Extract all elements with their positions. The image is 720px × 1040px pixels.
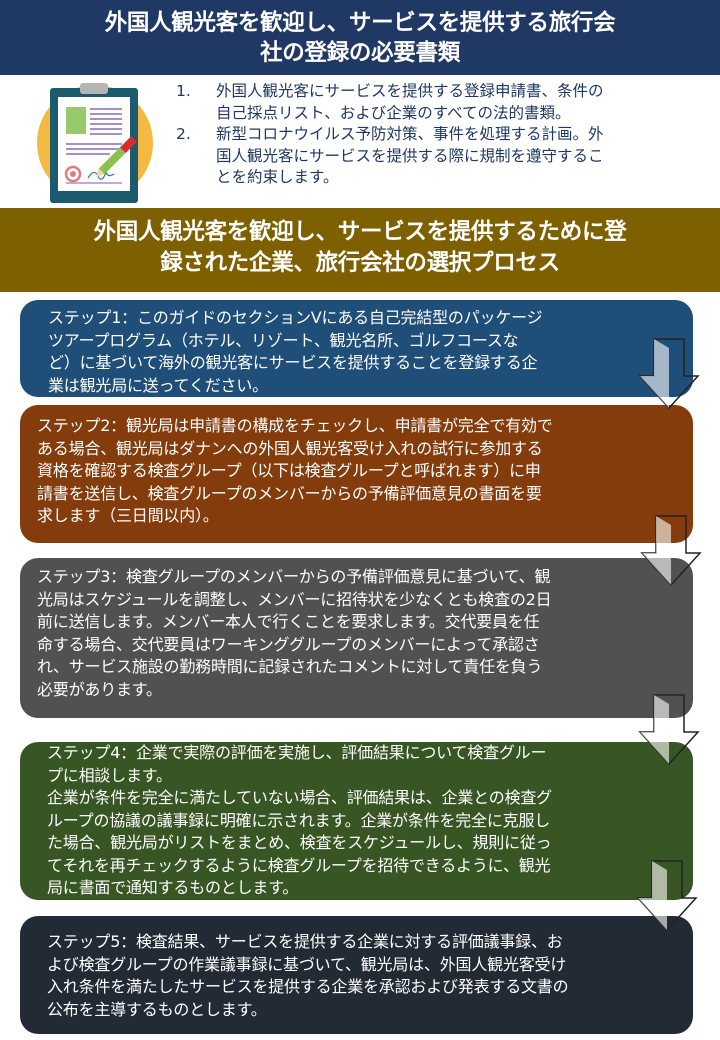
step-4-box: ステップ4：企業で実際の評価を実施し、評価結果について検査グルー プに相談します…	[20, 742, 693, 900]
step-text-line: ステップ1：このガイドのセクションVにある自己完結型のパッケージ	[48, 308, 543, 327]
step-text-line: 資格を確認する検査グループ（以下は検査グループと呼ばれます）に申	[37, 461, 541, 480]
step-text-line: 求します（三日間以内）。	[37, 506, 219, 525]
banner-line-1: 外国人観光客を歓迎し、サービスを提供するために登	[93, 219, 627, 245]
step-2-box: ステップ2：観光局は申請書の構成をチェックし、申請書が完全で有効で ある場合、観…	[20, 405, 693, 543]
list-item: 1. 外国人観光客にサービスを提供する登録申請書、条件の 自己採点リスト、および…	[176, 81, 706, 124]
title-line-2: 社の登録の必要書類	[260, 40, 460, 66]
step-text-line: ステップ2：観光局は申請書の構成をチェックし、申請書が完全で有効で	[37, 416, 553, 435]
step-text-line: 光局はスケジュールを調整し、メンバーに招待状を少なくとも検査の2日	[37, 589, 552, 609]
list-number: 1.	[176, 82, 191, 100]
step-text-line: よび検査グループの作業議事録に基づいて、観光局は、外国人観光客受け	[47, 954, 567, 974]
list-number: 2.	[176, 125, 191, 143]
step-text-line: 命する場合、交代要員はワーキンググループのメンバーによって承認さ	[37, 634, 540, 654]
down-arrow-icon	[636, 860, 698, 932]
down-arrow-icon	[638, 694, 700, 766]
step-text-line: ど）に基づいて海外の観光客にサービスを提供することを登録する企	[48, 353, 538, 372]
step-text-line: ある場合、観光局はダナンへの外国人観光客受け入れの試行に参加する	[37, 438, 543, 458]
step-text-line: ツアープログラム（ホテル、リゾート、観光名所、ゴルフコースな	[48, 330, 519, 350]
clipboard-document-icon	[30, 83, 160, 203]
step-5-box: ステップ5：検査結果、サービスを提供する企業に対する評価議事録、お よび検査グル…	[20, 916, 693, 1034]
step-text-line: 公布を主導するものとします。	[47, 999, 267, 1019]
step-text-line: 前に送信します。メンバー本人で行くことを要求します。交代要員を任	[37, 612, 540, 631]
step-text-line: 必要があります。	[37, 679, 162, 699]
step-text-line: ステップ5：検査結果、サービスを提供する企業に対する評価議事録、お	[47, 932, 563, 951]
required-documents-section: 1. 外国人観光客にサービスを提供する登録申請書、条件の 自己採点リスト、および…	[0, 75, 720, 205]
step-text-line: れ、サービス施設の勤務時間に記録されたコメントに対して責任を負う	[37, 657, 543, 676]
list-item-line: とを約束します。	[216, 168, 339, 186]
step-text-line: 企業が条件を完全に満たしていない場合、評価結果は、企業との検査グ	[47, 788, 552, 807]
step-text-line: ループの協議の議事録に明確に示されます。企業が条件を完全に克服し	[47, 810, 551, 830]
title-line-1: 外国人観光客を歓迎し、サービスを提供する旅行会	[104, 10, 616, 36]
step-text-line: プに相談します。	[47, 765, 172, 785]
down-arrow-icon	[638, 338, 700, 410]
list-item-line: 外国人観光客にサービスを提供する登録申請書、条件の	[216, 82, 604, 100]
step-text-line: 請書を送信し、検査グループのメンバーからの予備評価意見の書面を要	[37, 483, 542, 503]
step-text-line: 局に書面で通知するものとします。	[47, 878, 299, 897]
step-text-line: た場合、観光局がリストをまとめ、検査をスケジュールし、規則に従っ	[47, 833, 552, 852]
banner-line-2: 録された企業、旅行会社の選択プロセス	[160, 250, 560, 276]
step-1-box: ステップ1：このガイドのセクションVにある自己完結型のパッケージ ツアープログラ…	[20, 300, 693, 397]
down-arrow-icon	[640, 515, 702, 587]
required-documents-list: 1. 外国人観光客にサービスを提供する登録申請書、条件の 自己採点リスト、および…	[176, 81, 706, 189]
step-text-line: ステップ3：検査グループのメンバーからの予備評価意見に基づいて、観	[37, 567, 551, 586]
list-item-line: 国人観光客にサービスを提供する際に規制を遵守するこ	[216, 146, 604, 165]
list-item: 2. 新型コロナウイルス予防対策、事件を処理する計画。外 国人観光客にサービスを…	[176, 124, 706, 189]
step-3-box: ステップ3：検査グループのメンバーからの予備評価意見に基づいて、観 光局はスケジ…	[20, 558, 693, 718]
step-text-line: 業は観光局に送ってください。	[48, 375, 268, 395]
process-banner: 外国人観光客を歓迎し、サービスを提供するために登 録された企業、旅行会社の選択プ…	[0, 208, 720, 292]
page-title: 外国人観光客を歓迎し、サービスを提供する旅行会 社の登録の必要書類	[0, 0, 720, 75]
step-text-line: てそれを再チェックするように検査グループを招待できるように、観光	[47, 855, 551, 875]
list-item-line: 新型コロナウイルス予防対策、事件を処理する計画。外	[216, 125, 604, 143]
step-text-line: 入れ条件を満たしたサービスを提供する企業を承認および発表する文書の	[47, 977, 569, 996]
step-text-line: ステップ4：企業で実際の評価を実施し、評価結果について検査グルー	[47, 743, 547, 762]
list-item-line: 自己採点リスト、および企業のすべての法的書類。	[216, 103, 571, 122]
